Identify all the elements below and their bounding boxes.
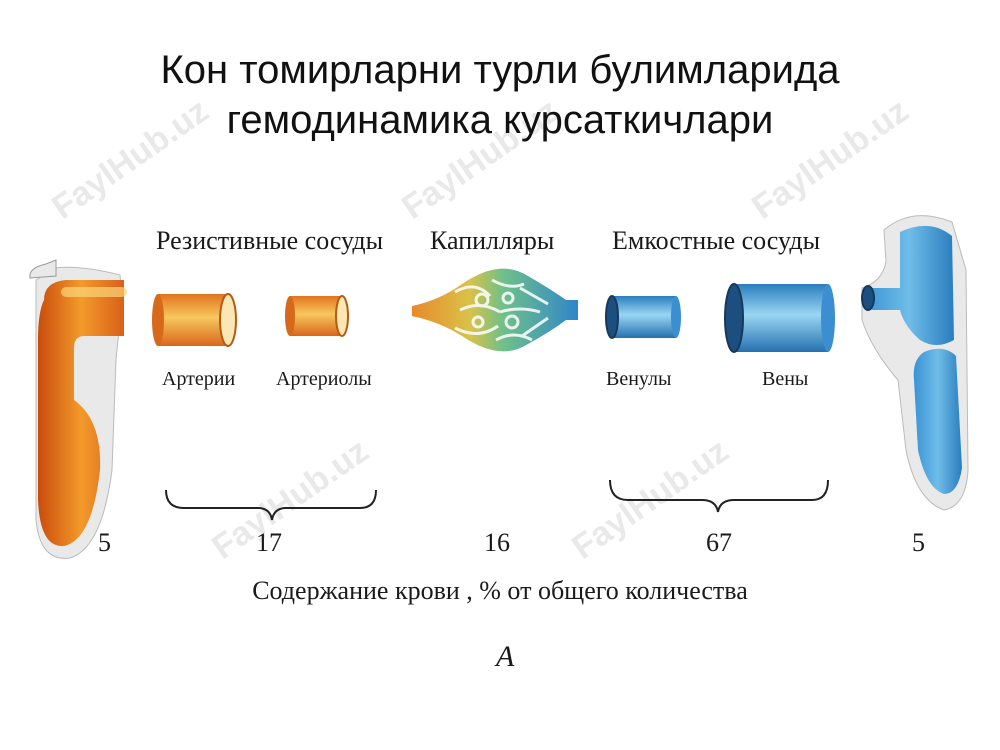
capillary-network <box>412 268 578 352</box>
right-heart <box>861 215 969 511</box>
venule-tube <box>605 295 681 339</box>
label-resistive-vessels: Резистивные сосуды <box>156 226 384 255</box>
label-venules: Венулы <box>606 368 672 390</box>
page-title-line-2: гемодинамика курсаткичлари <box>226 98 774 142</box>
label-capillaries: Капилляры <box>430 226 555 255</box>
label-arterioles: Артериолы <box>276 368 372 390</box>
page-title-line-1: Кон томирларни турли булимларида <box>160 48 840 92</box>
caption-blood-content: Содержание крови , % от общего количеств… <box>252 576 748 605</box>
label-veins: Вены <box>762 368 809 390</box>
brace-capacitive <box>609 479 829 513</box>
value-capillaries: 16 <box>484 528 510 557</box>
artery-tube <box>152 293 237 347</box>
label-capacitive-vessels: Емкостные сосуды <box>612 226 821 255</box>
vein-tube <box>724 283 835 353</box>
value-capacitive: 67 <box>706 528 732 557</box>
label-arteries: Артерии <box>162 368 236 390</box>
value-right-heart: 5 <box>912 528 925 557</box>
figure-letter: А <box>496 640 515 673</box>
arteriole-tube <box>285 295 349 337</box>
brace-resistive <box>165 489 377 521</box>
left-heart <box>29 259 127 559</box>
value-resistive: 17 <box>256 528 282 557</box>
value-left-heart: 5 <box>98 528 111 557</box>
